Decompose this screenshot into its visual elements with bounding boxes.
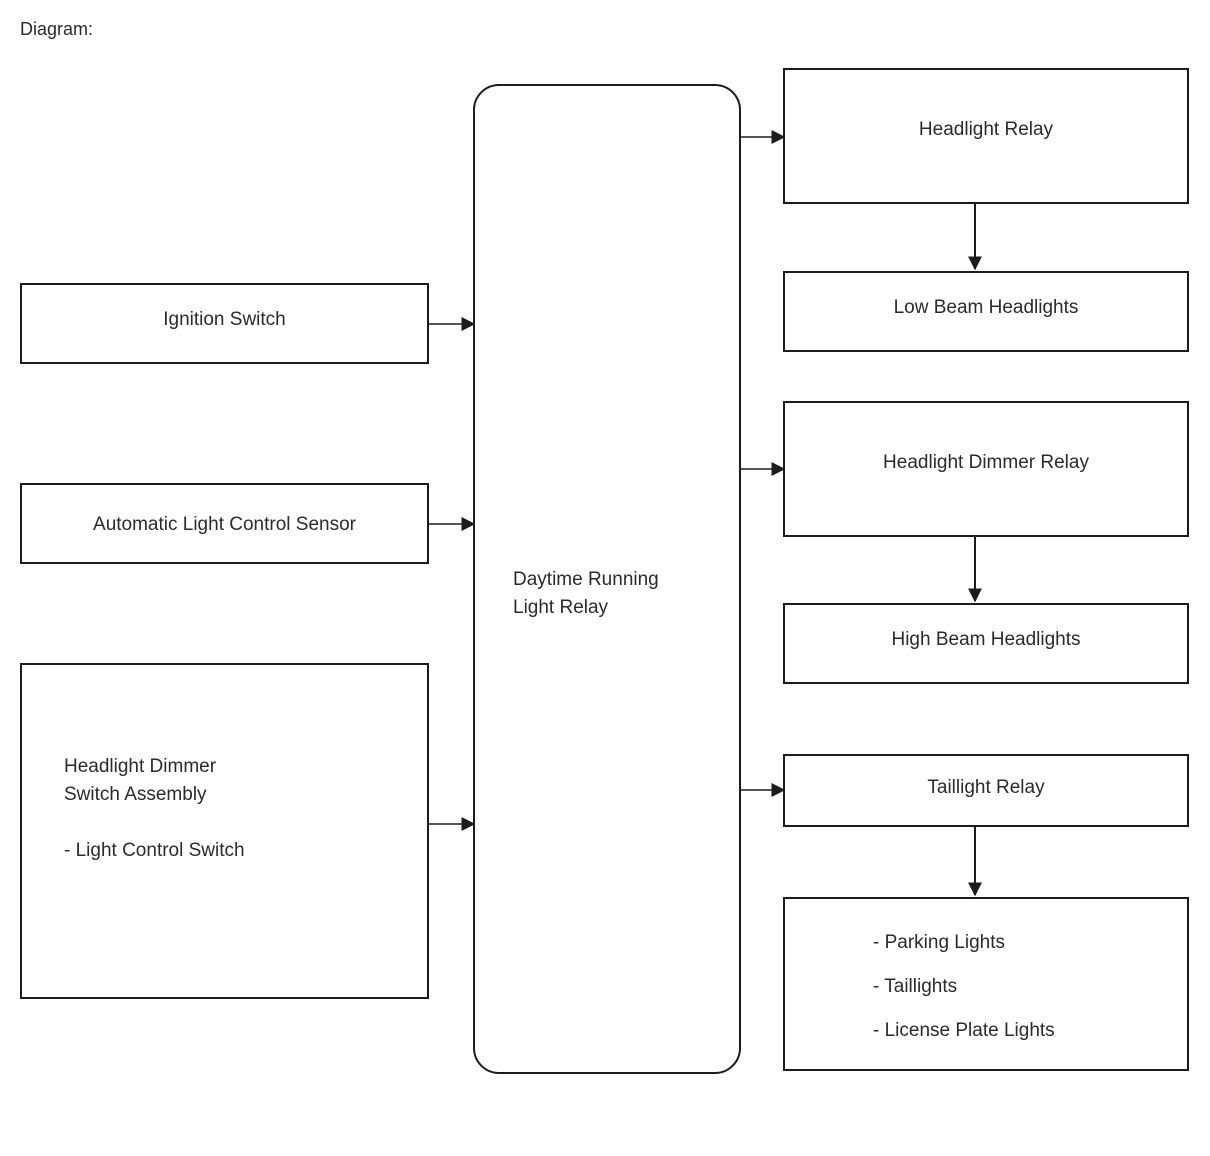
node-taillight-relay[interactable]: Taillight Relay	[783, 754, 1189, 827]
node-automatic-light-control-sensor[interactable]: Automatic Light Control Sensor	[20, 483, 429, 564]
node-ignition-switch-label: Ignition Switch	[163, 309, 286, 330]
node-headlight-dimmer-switch-assembly[interactable]: Headlight Dimmer Switch Assembly - Light…	[20, 663, 429, 999]
node-headlight-dimmer-relay-label: Headlight Dimmer Relay	[883, 452, 1089, 473]
node-daytime-running-light-relay-label: Daytime Running Light Relay	[513, 569, 659, 618]
node-ignition-switch[interactable]: Ignition Switch	[20, 283, 429, 364]
node-headlight-relay-label: Headlight Relay	[918, 119, 1054, 140]
node-rear-lamp-group-label: - Parking Lights - Taillights - License …	[873, 932, 1055, 1041]
page-title: Diagram:	[20, 19, 94, 39]
node-high-beam-headlights[interactable]: High Beam Headlights	[783, 603, 1189, 684]
node-high-beam-headlights-label: High Beam Headlights	[891, 629, 1081, 650]
node-headlight-relay[interactable]: Headlight Relay	[783, 68, 1189, 204]
node-headlight-dimmer-switch-assembly-label: Headlight Dimmer Switch Assembly - Light…	[64, 756, 245, 861]
node-low-beam-headlights[interactable]: Low Beam Headlights	[783, 271, 1189, 352]
node-headlight-dimmer-relay[interactable]: Headlight Dimmer Relay	[783, 401, 1189, 537]
node-rear-lamp-group[interactable]: - Parking Lights - Taillights - License …	[783, 897, 1189, 1071]
node-automatic-light-control-sensor-label: Automatic Light Control Sensor	[93, 514, 356, 535]
node-low-beam-headlights-label: Low Beam Headlights	[893, 297, 1079, 318]
node-daytime-running-light-relay[interactable]: Daytime Running Light Relay	[473, 84, 741, 1074]
node-taillight-relay-label: Taillight Relay	[927, 777, 1045, 798]
